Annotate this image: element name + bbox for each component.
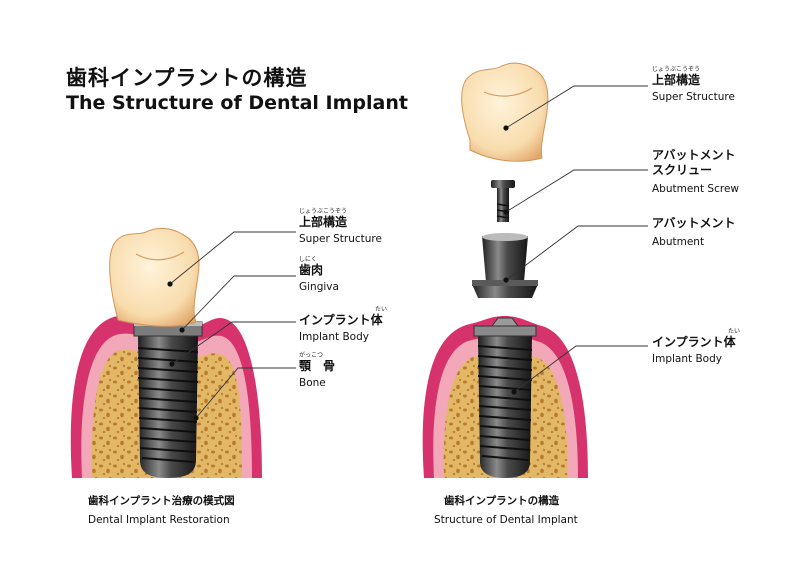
label-ruby: しにく (299, 256, 317, 263)
label-ruby: じょうぶこうぞう (652, 66, 701, 73)
label-en: Abutment Screw (652, 183, 739, 195)
label-en: Implant Body (299, 331, 369, 343)
page-title-jp: 歯科インプラントの構造 (66, 66, 308, 90)
label-jp: 上部構造 (299, 215, 348, 229)
label-en: Bone (299, 377, 326, 389)
left-crown-groove (135, 251, 185, 261)
left-label-bone: がっこつ 顎 骨 Bone (299, 352, 335, 390)
right-abutment-screw (491, 180, 515, 222)
left-label-gingiva: しにく 歯肉 Gingiva (299, 256, 339, 294)
label-en: Super Structure (299, 233, 382, 245)
label-jp: アバットメント (652, 216, 736, 230)
right-label-super-structure: じょうぶこうぞう 上部構造 Super Structure (652, 66, 735, 104)
caption-en: Structure of Dental Implant (434, 514, 578, 526)
left-crown (109, 227, 200, 327)
label-ruby: たい (375, 306, 388, 313)
caption-jp: 歯科インプラント治療の模式図 (88, 495, 235, 507)
right-crown-groove (483, 87, 533, 97)
right-caption: 歯科インプラントの構造 Structure of Dental Implant (434, 494, 578, 527)
label-en: Implant Body (652, 353, 722, 365)
right-crown (461, 62, 549, 162)
caption-jp: 歯科インプラントの構造 (444, 495, 560, 507)
label-ruby: たい (728, 328, 741, 335)
label-jp: 上部構造 (652, 73, 701, 87)
label-ruby: じょうぶこうぞう (299, 208, 348, 215)
label-jp: アバットメント スクリュー (652, 148, 736, 177)
left-implant-body (133, 321, 203, 478)
right-abutment (472, 233, 538, 298)
label-jp: インプラント体 (299, 313, 383, 327)
right-label-abutment-screw: アバットメント スクリュー Abutment Screw (652, 148, 739, 196)
label-en: Abutment (652, 236, 705, 248)
label-en: Gingiva (299, 281, 339, 293)
label-en: Super Structure (652, 91, 735, 103)
right-leader-lines (505, 85, 648, 393)
left-caption: 歯科インプラント治療の模式図 Dental Implant Restoratio… (88, 494, 235, 527)
left-label-implant-body: たい インプラント体 Implant Body (299, 306, 387, 344)
label-jp: インプラント体 (652, 335, 736, 349)
caption-en: Dental Implant Restoration (88, 514, 230, 526)
right-label-implant-body: たい インプラント体 Implant Body (652, 328, 740, 366)
right-leader-dots (503, 125, 517, 395)
label-jp: 歯肉 (299, 263, 324, 277)
right-implant-body (473, 317, 537, 478)
page-title-en: The Structure of Dental Implant (66, 92, 408, 114)
left-label-super-structure: じょうぶこうぞう 上部構造 Super Structure (299, 208, 382, 246)
label-jp: 顎 骨 (299, 359, 336, 373)
label-ruby: がっこつ (299, 352, 324, 359)
left-leader-dots (167, 281, 199, 421)
right-label-abutment: アバットメント Abutment (652, 216, 736, 249)
left-leader-lines (169, 231, 296, 419)
